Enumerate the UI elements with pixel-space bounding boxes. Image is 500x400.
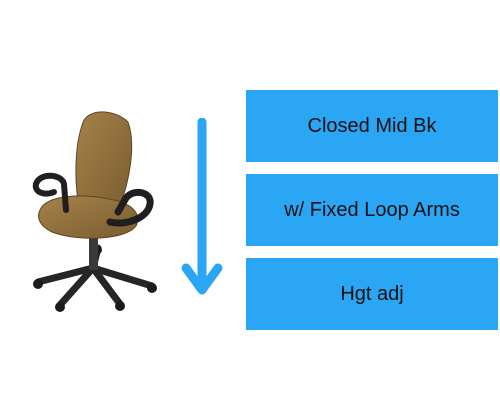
arrow-down-icon xyxy=(181,118,223,295)
feature-box-back: Closed Mid Bk xyxy=(246,90,498,162)
feature-label: Closed Mid Bk xyxy=(307,114,437,137)
feature-label: Hgt adj xyxy=(340,282,404,305)
feature-label: w/ Fixed Loop Arms xyxy=(284,198,460,221)
feature-list: Closed Mid Bk w/ Fixed Loop Arms Hgt adj xyxy=(246,90,498,330)
feature-box-height: Hgt adj xyxy=(246,258,498,330)
feature-box-arms: w/ Fixed Loop Arms xyxy=(246,174,498,246)
office-chair-image xyxy=(32,111,157,312)
